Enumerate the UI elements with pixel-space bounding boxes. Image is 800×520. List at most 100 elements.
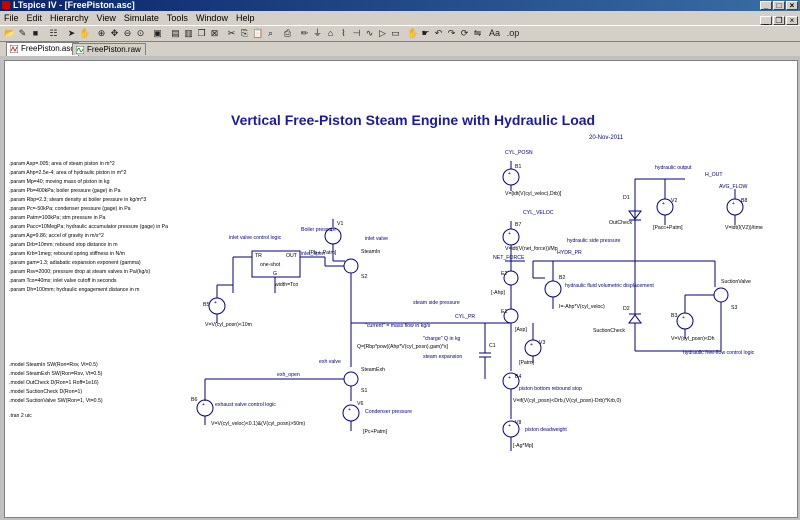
svg-text:+: + xyxy=(330,228,333,234)
tab-label: FreePiston.asc xyxy=(21,44,75,53)
b8-label: B8 xyxy=(741,198,747,204)
exh-valve-note: exh valve xyxy=(319,359,341,365)
menu-edit[interactable]: Edit xyxy=(26,13,43,23)
ground-icon[interactable]: ⏚ xyxy=(312,28,322,38)
cyl-posn-net: CYL_POSN xyxy=(505,150,533,156)
steamin-model: SteamIn xyxy=(361,249,380,255)
tab-freepiston-asc[interactable]: FreePiston.asc xyxy=(6,42,80,56)
v6-value: [Pc+Patm] xyxy=(363,429,388,435)
menu-help[interactable]: Help xyxy=(235,13,255,23)
model-line: .model SteamExh SW(Ron=Rsv, Vt=0.5) xyxy=(9,371,103,377)
inductor-icon[interactable]: ∿ xyxy=(365,28,374,38)
b3-label: B3 xyxy=(671,313,677,319)
capacitor-icon[interactable]: ⊣ xyxy=(352,28,361,38)
v3-value: [Patm] xyxy=(519,360,535,366)
resistor-icon[interactable]: ⌇ xyxy=(341,28,346,38)
control-panel-icon[interactable]: ☷ xyxy=(49,28,58,38)
v3-label: V3 xyxy=(539,340,545,346)
b4-value: V=if(V(cyl_posn)<Drb,(V(cyl_posn)-Drb)*K… xyxy=(513,398,621,404)
tile-vertical-icon[interactable]: ▥ xyxy=(184,28,193,38)
cascade-icon[interactable]: ❐ xyxy=(197,28,206,38)
tab-freepiston-raw[interactable]: FreePiston.raw xyxy=(72,43,146,55)
edit-netlist-icon[interactable]: ✎ xyxy=(18,28,27,38)
model-line: .model OutCheck D(Ron=1 Roff=1e16) xyxy=(9,380,99,386)
doc-restore-button[interactable]: ❐ xyxy=(773,16,785,25)
window-title-bar: LTspice IV - [FreePiston.asc] _□× xyxy=(0,0,800,11)
c1-label: C1 xyxy=(489,343,496,349)
param-line: .param Tco=40ms; inlet valve cutoff in s… xyxy=(9,278,117,284)
pan-icon[interactable]: ✥ xyxy=(110,28,119,38)
menu-window[interactable]: Window xyxy=(195,13,228,23)
v1-label: V1 xyxy=(337,221,343,227)
b2-label: B2 xyxy=(559,275,565,281)
label-net-icon[interactable]: ⌂ xyxy=(327,28,334,38)
run-icon[interactable]: ➤ xyxy=(67,28,76,38)
oneshot-name: one-shot xyxy=(260,262,281,268)
cut-icon[interactable]: ✂ xyxy=(227,28,236,38)
maximize-button[interactable]: □ xyxy=(773,1,785,10)
b7-value: V=idt(V(net_force))/Mp xyxy=(505,246,558,252)
drag-icon[interactable]: ☛ xyxy=(421,28,430,38)
save-icon[interactable]: ■ xyxy=(32,28,39,38)
copy-icon[interactable]: ⎘ xyxy=(240,28,249,38)
v8-label: V8 xyxy=(515,420,521,426)
undo-icon[interactable]: ↶ xyxy=(434,28,443,38)
rotate-icon[interactable]: ⟳ xyxy=(460,28,469,38)
menu-view[interactable]: View xyxy=(96,13,116,23)
toolbar: 📂 ✎ ■ ☷ ➤ ✋ ⊕ ✥ ⊖ ⊙ ▣ ▤ ▥ ❐ ⊠ ✂ ⎘ 📋 ⌕ ⎙ … xyxy=(0,25,800,42)
piston-deadweight-note: piston deadweight xyxy=(525,427,567,433)
move-icon[interactable]: ✋ xyxy=(407,28,419,38)
d2-label: D2 xyxy=(623,306,630,312)
oneshot-tr: TR xyxy=(255,253,262,259)
menu-file[interactable]: File xyxy=(4,13,19,23)
app-icon xyxy=(2,1,10,9)
doc-minimize-button[interactable]: _ xyxy=(760,16,772,25)
h-out-net: H_OUT xyxy=(705,172,723,178)
schematic-canvas[interactable]: +++ +++ ++++ ++ Vertical Free-Piston Ste… xyxy=(4,60,798,518)
redo-icon[interactable]: ↷ xyxy=(447,28,456,38)
param-line: .param Pb=400kPa; boiler pressure (gage)… xyxy=(9,188,121,194)
param-line: .param Ag=9.86; accel of gravity in m/s^… xyxy=(9,233,104,239)
waveform-icon xyxy=(76,46,84,54)
zoom-out-icon[interactable]: ⊖ xyxy=(123,28,132,38)
menu-bar: File Edit Hierarchy View Simulate Tools Window… xyxy=(0,11,800,25)
tile-horizontal-icon[interactable]: ▤ xyxy=(171,28,180,38)
component-icon[interactable]: ▭ xyxy=(391,28,400,38)
exhaust-control-note: exhaust valve control logic xyxy=(215,402,276,408)
find-icon[interactable]: ⌕ xyxy=(267,28,274,38)
spice-directive-icon[interactable]: .op xyxy=(506,28,520,38)
tran-directive: .tran 2 uic xyxy=(9,413,32,419)
menu-tools[interactable]: Tools xyxy=(166,13,188,23)
open-icon[interactable]: 📂 xyxy=(4,28,16,38)
zoom-fit-icon[interactable]: ⊙ xyxy=(136,28,145,38)
svg-text:+: + xyxy=(732,201,735,207)
rebound-stop-note: piston bottom rebound stop xyxy=(519,386,582,392)
svg-text:+: + xyxy=(530,342,533,348)
doc-close-button[interactable]: × xyxy=(786,16,798,25)
menu-hierarchy[interactable]: Hierarchy xyxy=(50,13,89,23)
paste-icon[interactable]: 📋 xyxy=(252,28,264,38)
b6-label: B6 xyxy=(191,397,197,403)
halt-icon[interactable]: ✋ xyxy=(79,28,91,38)
text-icon[interactable]: Aa xyxy=(489,28,501,38)
wire-icon[interactable]: ✏ xyxy=(300,28,309,38)
net-force-net: NET_FORCE xyxy=(493,255,525,261)
diode-icon[interactable]: ▷ xyxy=(379,28,386,38)
close-button[interactable]: × xyxy=(786,1,798,10)
svg-text:+: + xyxy=(508,171,511,177)
free-flow-note: hydraulic free-flow control logic xyxy=(683,350,755,356)
inlet-valve-note: inlet valve xyxy=(365,236,388,242)
menu-simulate[interactable]: Simulate xyxy=(123,13,159,23)
schematic-title: Vertical Free-Piston Steam Engine with H… xyxy=(231,112,595,128)
zoom-in-icon[interactable]: ⊕ xyxy=(97,28,106,38)
mirror-icon[interactable]: ⇋ xyxy=(473,28,482,38)
b1-label: B1 xyxy=(515,164,521,170)
minimize-button[interactable]: _ xyxy=(760,1,772,10)
oneshot-g: G xyxy=(273,271,277,277)
autorange-icon[interactable]: ▣ xyxy=(153,28,162,38)
print-icon[interactable]: ⎙ xyxy=(283,28,292,38)
close-window-icon[interactable]: ⊠ xyxy=(210,28,219,38)
inlet-control-note: inlet valve control logic xyxy=(229,235,282,241)
hydraulic-fluid-note: hydraulic fluid volumetric displacement xyxy=(565,283,654,289)
param-line: .param Ahp=2.5e-4; area of hydraulic pis… xyxy=(9,170,126,176)
